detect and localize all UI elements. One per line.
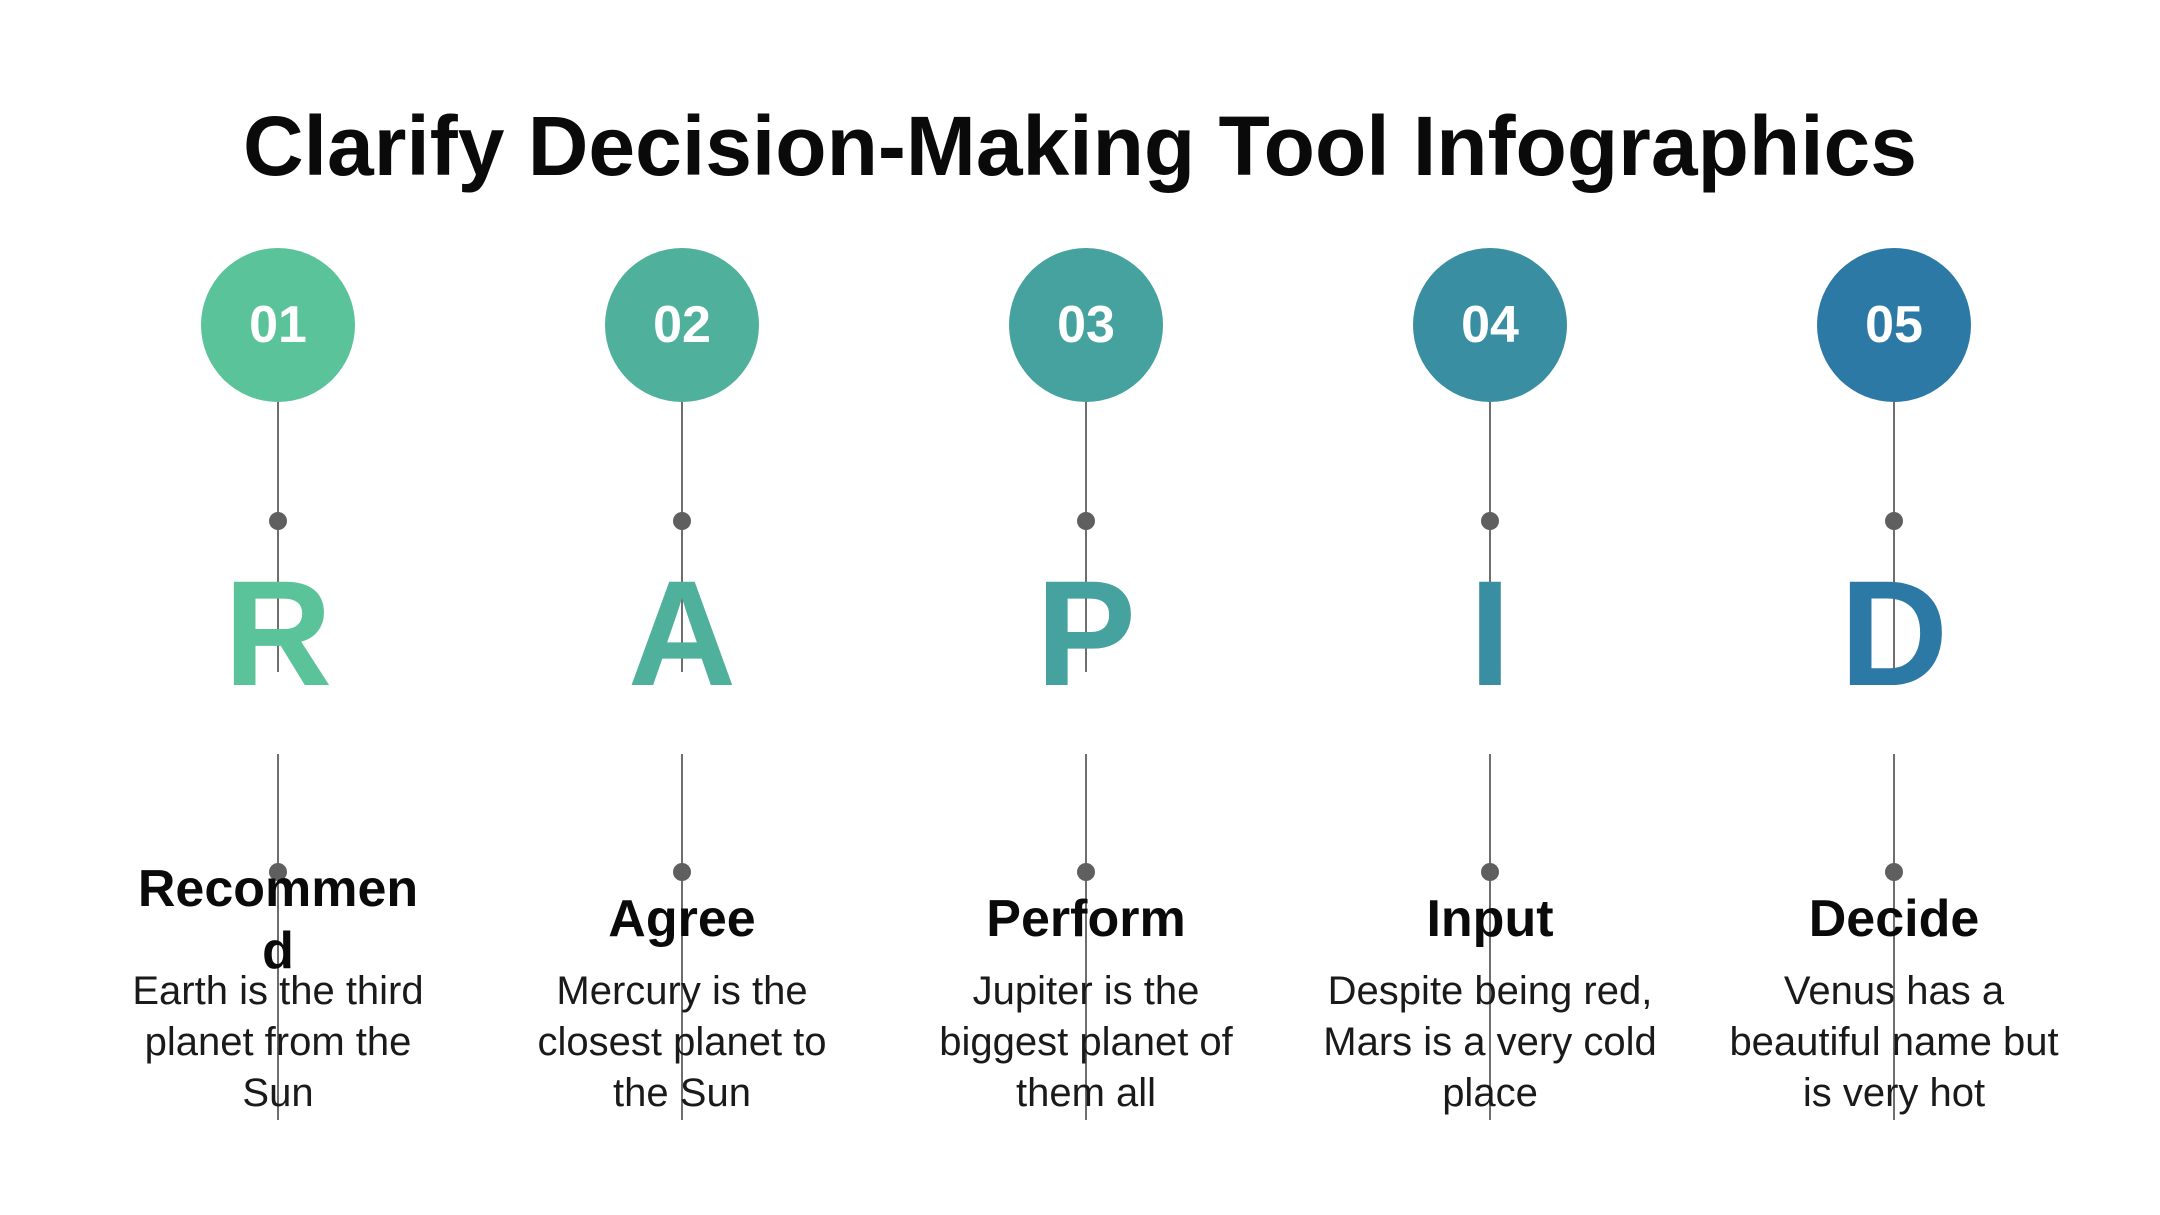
connector-dot	[673, 863, 691, 881]
step-number-badge: 03	[1009, 248, 1163, 402]
connector-dot	[1077, 863, 1095, 881]
step-number-badge: 05	[1817, 248, 1971, 402]
step-letter: A	[627, 549, 737, 717]
step-description: Earth is the third planet from the Sun	[132, 969, 424, 1115]
step-heading: Decide	[1808, 890, 1980, 948]
step-description: Jupiter is the biggest planet of them al…	[939, 969, 1233, 1115]
connector-dot	[673, 512, 691, 530]
connector-dot	[1885, 512, 1903, 530]
step-heading: Recommend	[137, 860, 419, 980]
step-description: Venus has a beautiful name but is very h…	[1729, 969, 2059, 1115]
connector-line	[681, 402, 683, 672]
step-heading: Input	[1426, 890, 1554, 948]
step-letter: I	[1469, 549, 1511, 717]
connector-dot	[269, 863, 287, 881]
connector-dot	[269, 512, 287, 530]
step-recommend: 01 R Recommend Earth is the third planet…	[98, 248, 458, 1148]
step-letter: R	[223, 549, 333, 717]
step-heading: Perform	[986, 890, 1186, 948]
step-number-badge: 04	[1413, 248, 1567, 402]
step-number-badge: 01	[201, 248, 355, 402]
connector-line	[277, 402, 279, 672]
connector-line	[1893, 754, 1895, 1120]
connector-line	[277, 754, 279, 1120]
page-title: Clarify Decision-Making Tool Infographic…	[243, 99, 1917, 193]
connector-line	[1893, 402, 1895, 672]
connector-dot	[1481, 512, 1499, 530]
connector-line	[1085, 754, 1087, 1120]
step-description: Despite being red, Mars is a very cold p…	[1323, 969, 1657, 1115]
step-perform: 03 P Perform Jupiter is the biggest plan…	[906, 248, 1266, 1148]
step-letter: P	[1035, 549, 1137, 717]
step-agree: 02 A Agree Mercury is the closest planet…	[502, 248, 862, 1148]
connector-line	[1489, 754, 1491, 1120]
connector-line	[1085, 402, 1087, 672]
step-letter: D	[1839, 549, 1949, 717]
step-description: Mercury is the closest planet to the Sun	[537, 969, 827, 1115]
step-decide: 05 D Decide Venus has a beautiful name b…	[1714, 248, 2074, 1148]
connector-line	[1489, 402, 1491, 672]
step-number-badge: 02	[605, 248, 759, 402]
connector-dot	[1885, 863, 1903, 881]
connector-dot	[1481, 863, 1499, 881]
step-heading: Agree	[608, 890, 756, 948]
step-input: 04 I Input Despite being red, Mars is a …	[1310, 248, 1670, 1148]
connector-dot	[1077, 512, 1095, 530]
connector-line	[681, 754, 683, 1120]
